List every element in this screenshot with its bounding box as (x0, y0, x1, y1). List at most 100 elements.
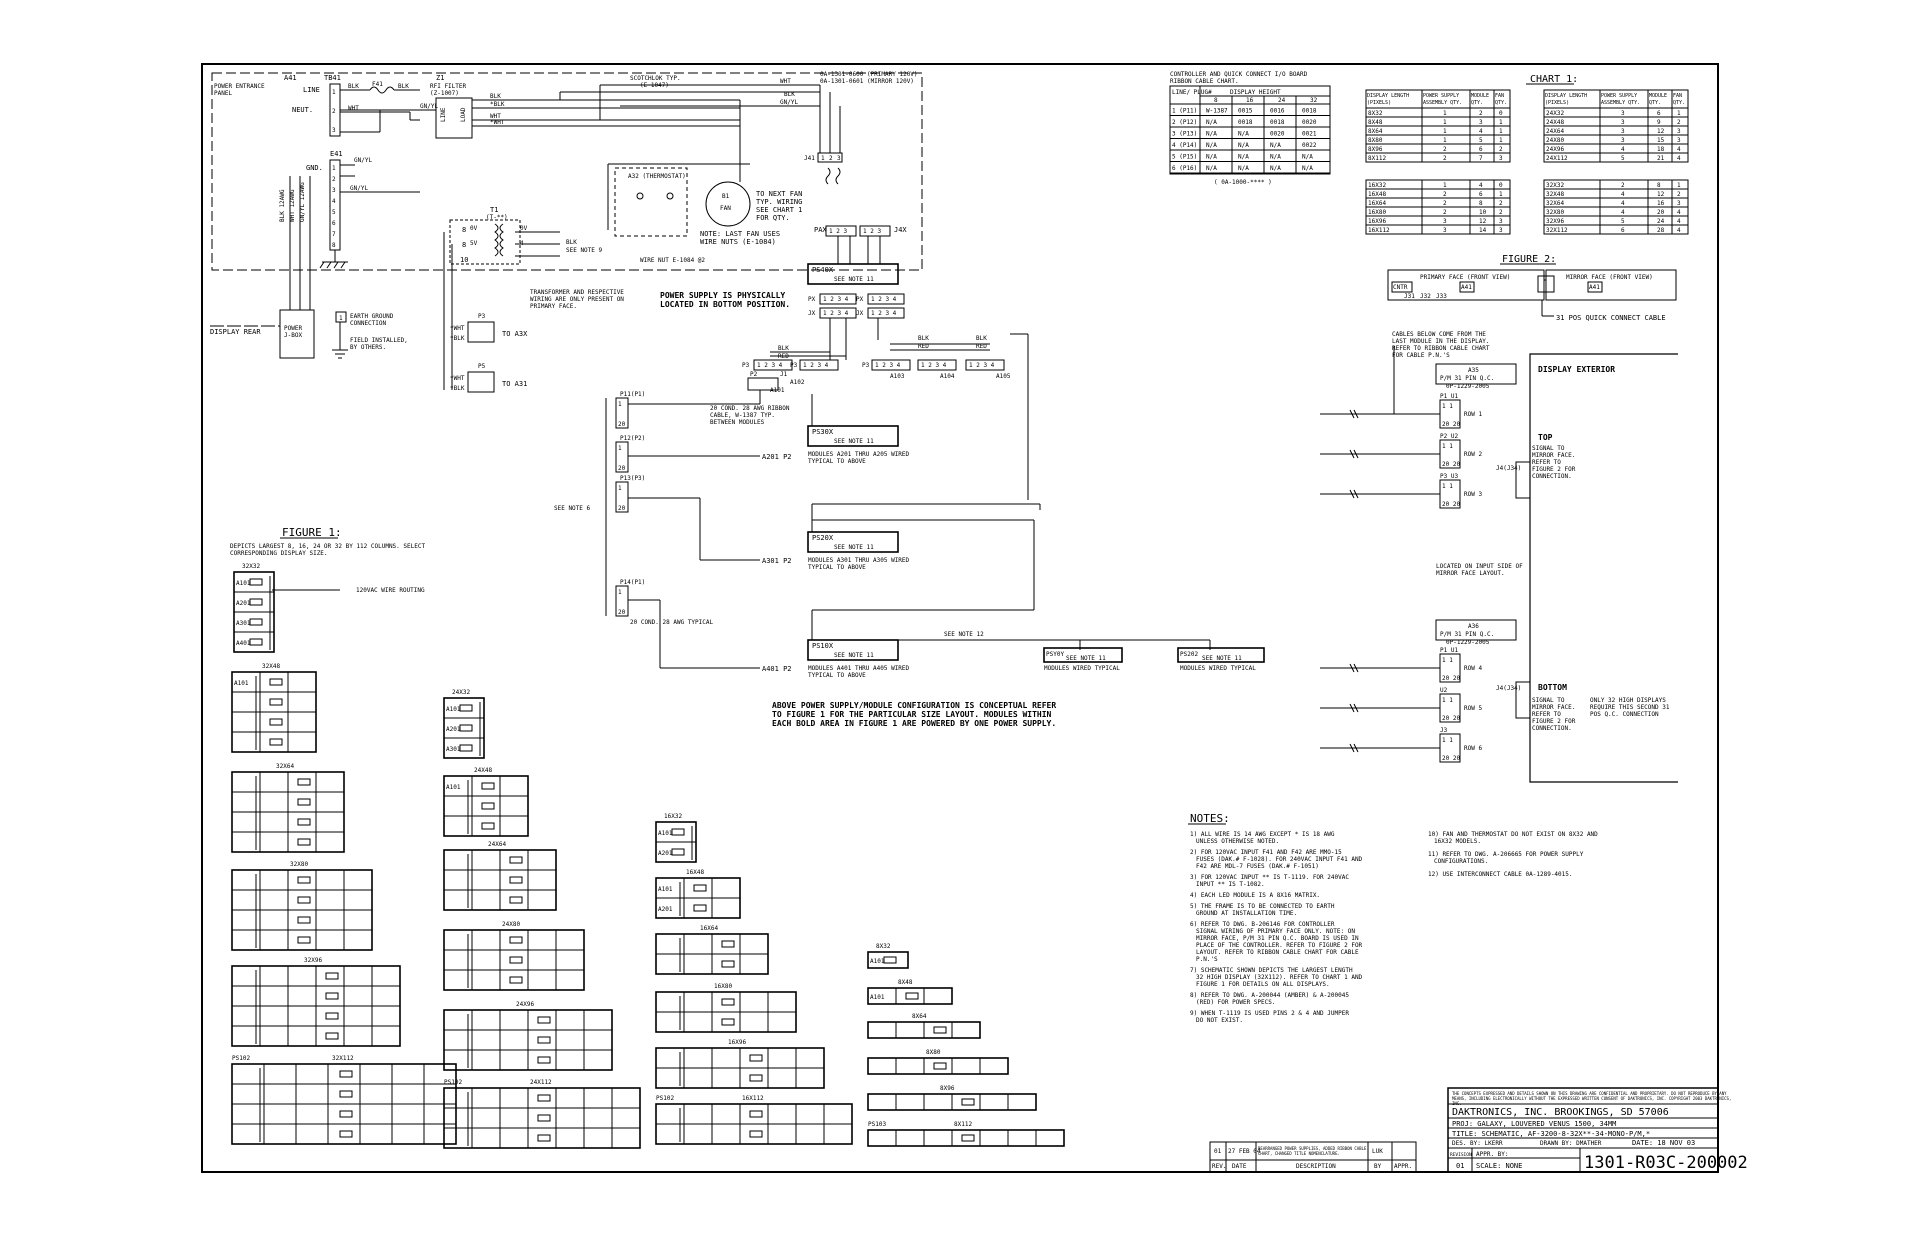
size-label: 8X80 (926, 1049, 941, 1056)
ps-label: PS102 (232, 1055, 250, 1062)
chart1-header: ASSEMBLY QTY. (1423, 100, 1462, 106)
revision-value: 01 (1456, 1162, 1464, 1170)
chart1-cell: 1 (1443, 119, 1447, 126)
size-label: 16X64 (700, 925, 718, 932)
a201-p2: A201 P2 (762, 453, 792, 461)
project-name: PROJ: GALAXY, LOUVERED VENUS 1500, 34MM (1452, 1120, 1616, 1128)
svg-text:2: 2 (829, 155, 833, 162)
title-block: THE CONCEPTS EXPRESSED AND DETAILS SHOWN… (1447, 1087, 1748, 1173)
connector-icon (481, 822, 495, 830)
chart1-header: FAN (1495, 93, 1504, 99)
row-plug: P2 U2 (1440, 433, 1458, 440)
svg-text:1 2 3 4: 1 2 3 4 (875, 362, 901, 369)
connector-icon (249, 638, 263, 646)
connector-icon (961, 1098, 975, 1106)
rc-height-16: 16 (1246, 97, 1254, 104)
chart1-cell: 3 (1621, 110, 1625, 117)
note-line: (RED) FOR POWER SPECS. (1196, 999, 1275, 1006)
svg-text:P/M 31 PIN Q.C.: P/M 31 PIN Q.C. (1440, 631, 1494, 638)
svg-text:A41: A41 (1589, 284, 1600, 291)
chart1-cell: 4 (1621, 146, 1625, 153)
svg-text:1 2 3 4: 1 2 3 4 (921, 362, 947, 369)
chart1-cell: 3 (1499, 218, 1503, 225)
size-label: 16X32 (664, 813, 682, 820)
svg-text:3: 3 (837, 155, 841, 162)
svg-text:8: 8 (462, 226, 466, 234)
size-label: 24X96 (516, 1001, 534, 1008)
chart1-cell: 24X32 (1546, 110, 1564, 117)
thermostat-contact-icon (636, 192, 644, 200)
svg-text:20 20: 20 20 (1442, 715, 1460, 722)
size-label: 32X112 (332, 1055, 354, 1062)
chart1-cell: 3 (1677, 200, 1681, 207)
a301-p2: A301 P2 (762, 557, 792, 565)
chart1-cell: 3 (1621, 128, 1625, 135)
chart1-cell: 10 (1479, 209, 1487, 216)
svg-text:5V: 5V (470, 240, 478, 247)
ps-label: PS102 (444, 1079, 462, 1086)
thermostat-dashed-box (614, 167, 688, 237)
gnd-label: GND. (306, 164, 323, 172)
drawing-title: TITLE: SCHEMATIC, AF-3200-8-32X**-34-MON… (1452, 1130, 1650, 1138)
chart1-cell: 1 (1443, 137, 1447, 144)
svg-text:SEE NOTE 11: SEE NOTE 11 (834, 276, 874, 283)
svg-text:P/M 31 PIN Q.C.: P/M 31 PIN Q.C. (1440, 375, 1494, 382)
svg-text:BLK: BLK (490, 93, 501, 100)
note-line: 2) FOR 120VAC INPUT F41 AND F42 ARE MMO-… (1190, 849, 1342, 856)
svg-text:1 2 3: 1 2 3 (863, 228, 881, 235)
chart1-cell: 14 (1479, 227, 1487, 234)
rc-row-plug: 2 (P12) (1172, 119, 1197, 126)
note-line: 3) FOR 120VAC INPUT ** IS T-1119. FOR 24… (1190, 874, 1349, 881)
svg-text:0P-1229-2005: 0P-1229-2005 (1446, 639, 1490, 646)
svg-text:20 20: 20 20 (1442, 755, 1460, 762)
chart1-cell: 6 (1657, 110, 1661, 117)
connector-icon (961, 1134, 975, 1142)
connector-icon (481, 802, 495, 810)
chart1-header: POWER SUPPLY (1601, 93, 1637, 99)
connector-icon (459, 724, 473, 732)
chart1-cell: 1 (1677, 182, 1681, 189)
svg-text:J41: J41 (804, 155, 815, 162)
svg-text:GN/YL: GN/YL (350, 185, 368, 192)
svg-text:JX: JX (856, 310, 864, 317)
note-line: 9) WHEN T-1119 IS USED PINS 2 & 4 AND JU… (1190, 1010, 1349, 1017)
connector-icon (325, 992, 339, 1000)
size-label: 32X64 (276, 763, 294, 770)
svg-text:A41: A41 (1461, 284, 1472, 291)
svg-text:P12(P2): P12(P2) (620, 435, 645, 442)
earth-ground-icon (332, 322, 348, 359)
connector-icon (297, 818, 311, 826)
rc-cell: N/A (1270, 142, 1281, 149)
svg-text:P3: P3 (862, 362, 870, 369)
chart1-cell: 24X48 (1546, 119, 1564, 126)
display-size-8x96: 8X96 (867, 1085, 1037, 1111)
display-size-16x96: 16X96 (655, 1039, 825, 1089)
module-label: A201 (658, 906, 673, 913)
svg-text:8: 8 (332, 242, 336, 249)
company-name: DAKTRONICS, INC. BROOKINGS, SD 57006 (1452, 1107, 1669, 1118)
svg-text:1 1: 1 1 (1442, 697, 1453, 704)
chart1-cell: 8 (1657, 182, 1661, 189)
chart1-cell: 16X48 (1368, 191, 1386, 198)
svg-text:LOAD: LOAD (460, 107, 467, 122)
chart1-cell: 2 (1443, 191, 1447, 198)
svg-text:MODULES WIRED TYPICAL: MODULES WIRED TYPICAL (1180, 665, 1256, 672)
connector-icon (509, 896, 523, 904)
module-label: A101 (236, 580, 251, 587)
connector-icon (509, 876, 523, 884)
chart1-header: QTY. (1649, 100, 1661, 106)
svg-text:REV.: REV. (1212, 1163, 1226, 1170)
size-label: 8X64 (912, 1013, 927, 1020)
cable-primary: 0A-1301-0600 (PRIMARY 120V) (820, 71, 918, 78)
svg-text:PSY0Y: PSY0Y (1046, 651, 1064, 658)
row-plug: P3 U3 (1440, 473, 1458, 480)
see-note-12: SEE NOTE 12 (944, 631, 984, 638)
chart1-cell: 2 (1443, 146, 1447, 153)
svg-text:JX: JX (808, 310, 816, 317)
note-line: PLACE OF THE CONTROLLER. REFER TO FIGURE… (1196, 942, 1363, 949)
chart1-cell: 32X96 (1546, 218, 1564, 225)
chart1-cell: 2 (1677, 119, 1681, 126)
chart1-cell: 6 (1479, 191, 1483, 198)
